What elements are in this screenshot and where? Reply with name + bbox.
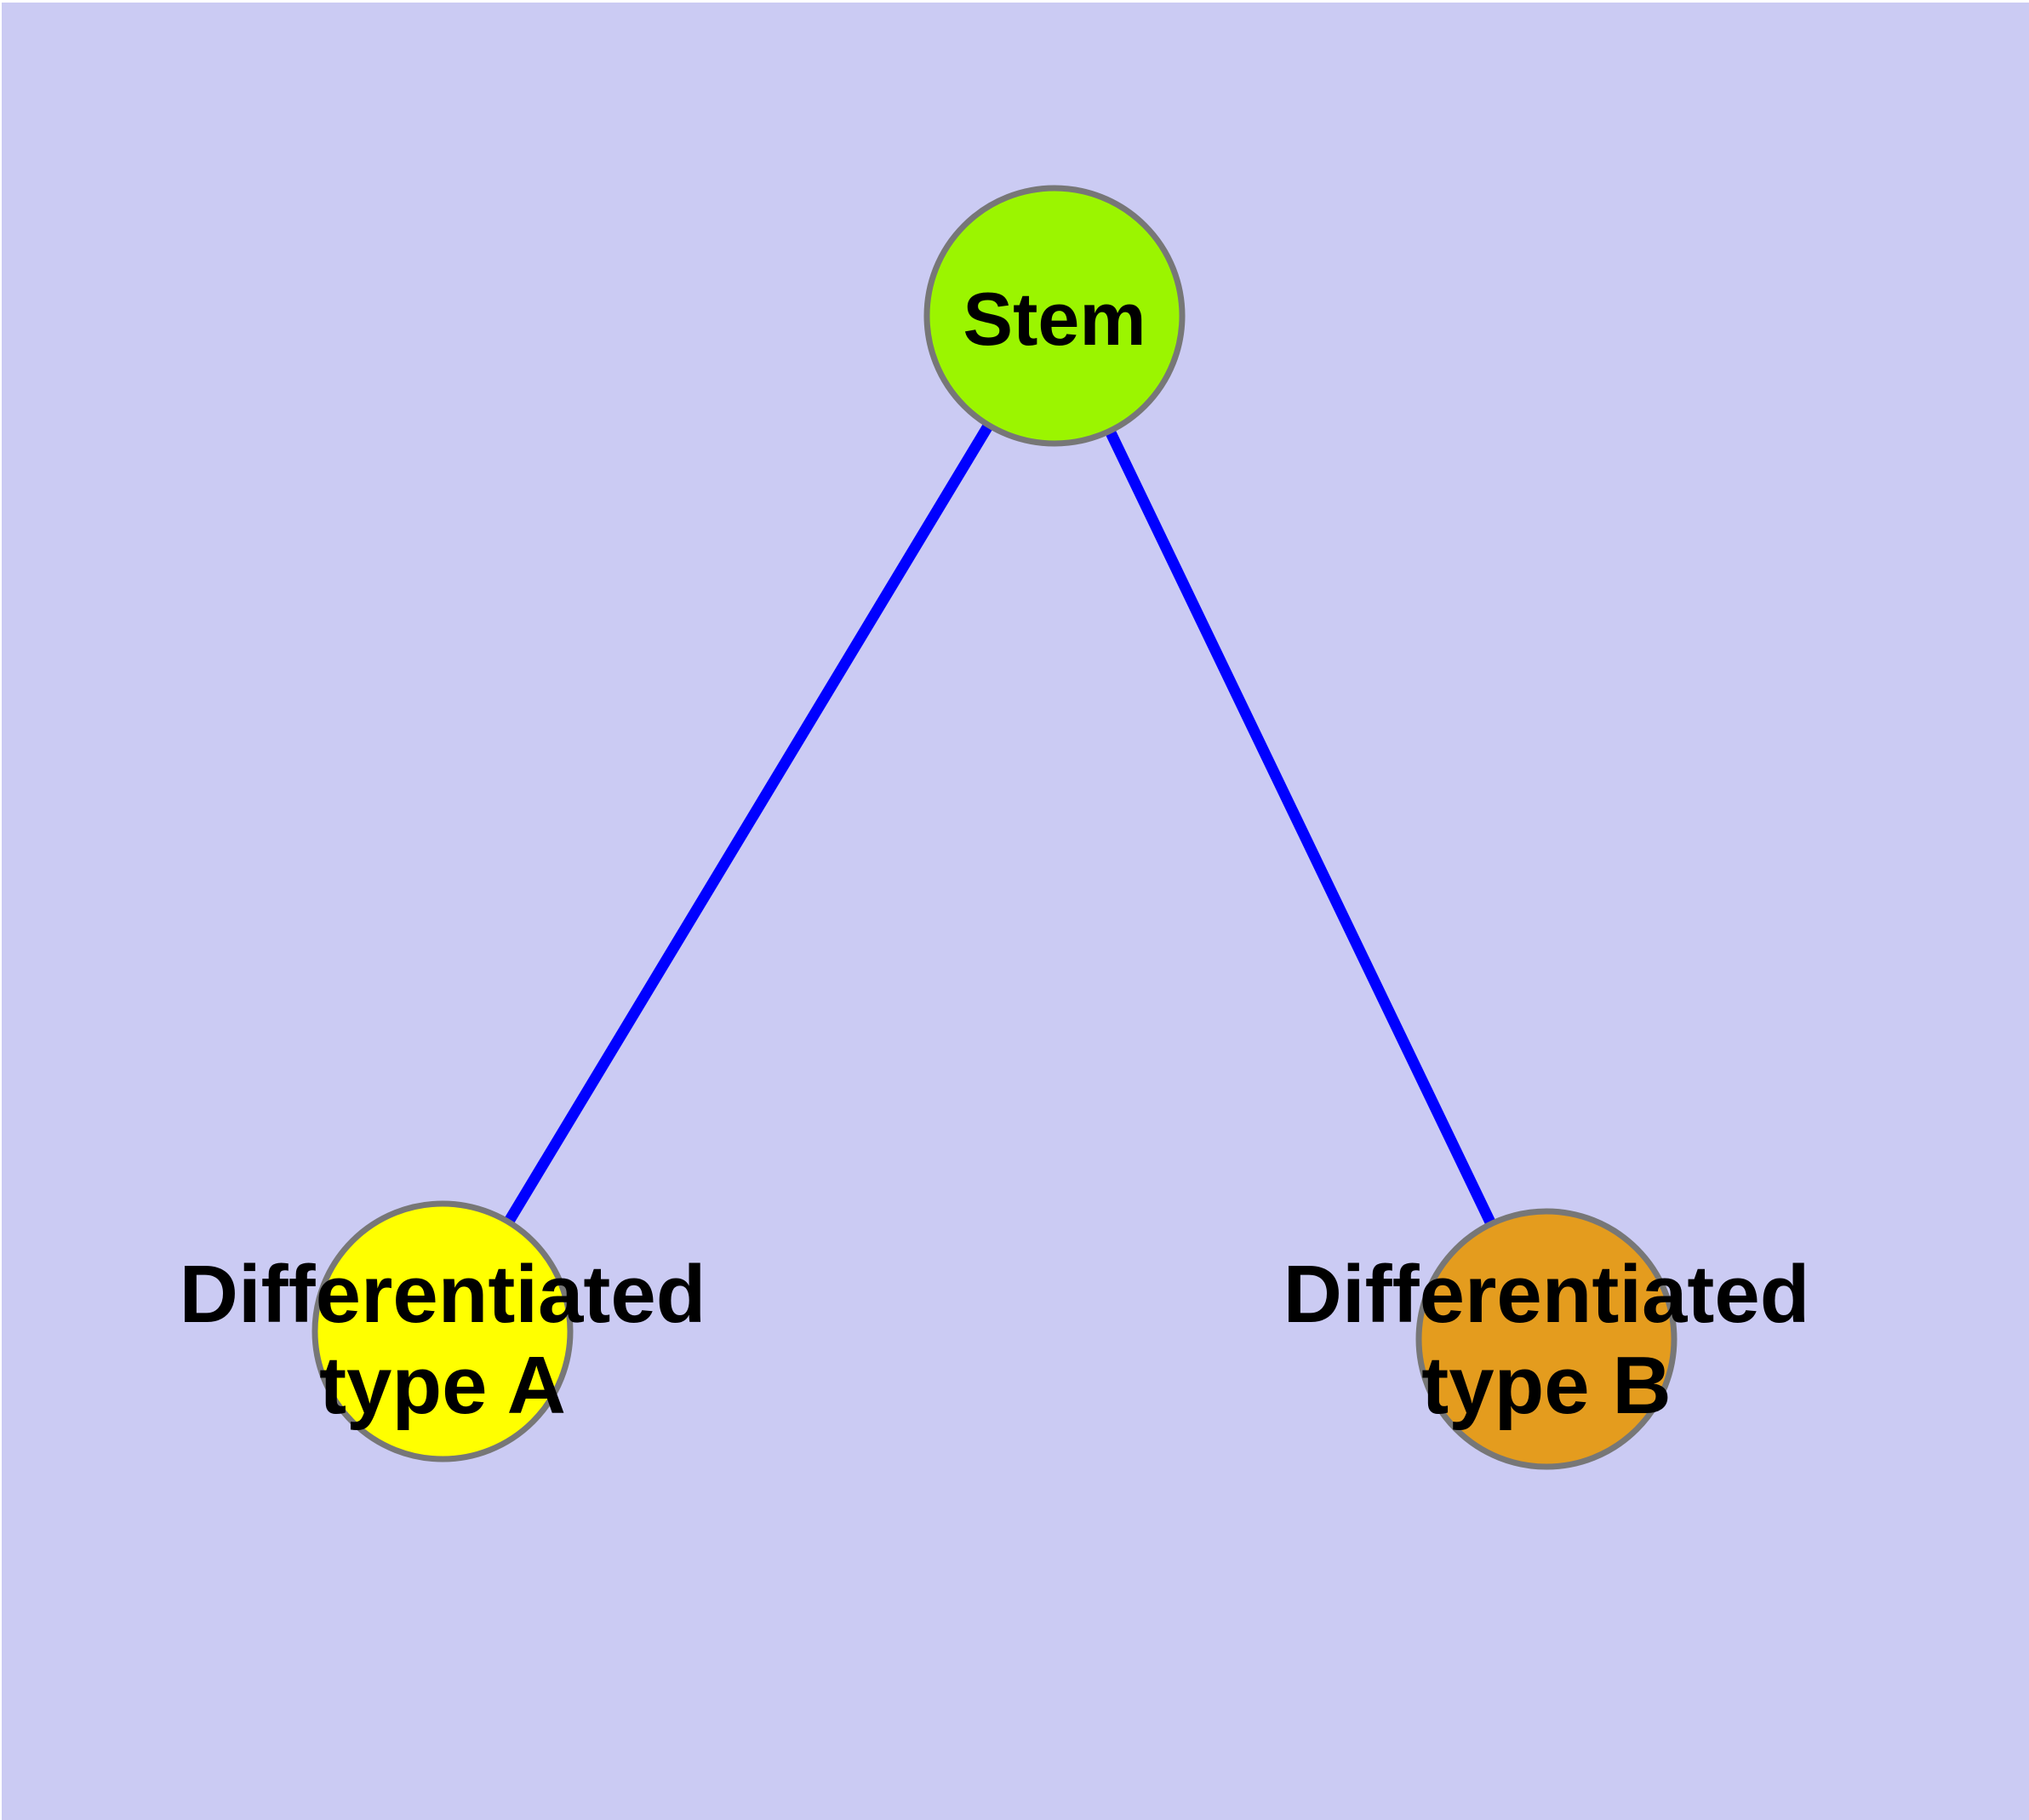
node-type-b-label-line1: Differentiated (1283, 1249, 1810, 1340)
edge-stem-to-type-a (437, 312, 1060, 1335)
node-differentiated-type-b (1415, 1208, 1677, 1470)
node-stem (923, 185, 1186, 447)
node-type-a-label-line2: type A (319, 1340, 566, 1431)
node-differentiated-type-a (311, 1200, 574, 1462)
edge-stem-to-type-b (1049, 313, 1552, 1342)
node-type-a-label-line1: Differentiated (180, 1249, 706, 1340)
node-type-b-label-line2: type B (1421, 1340, 1671, 1431)
node-stem-label: Stem (963, 277, 1146, 361)
